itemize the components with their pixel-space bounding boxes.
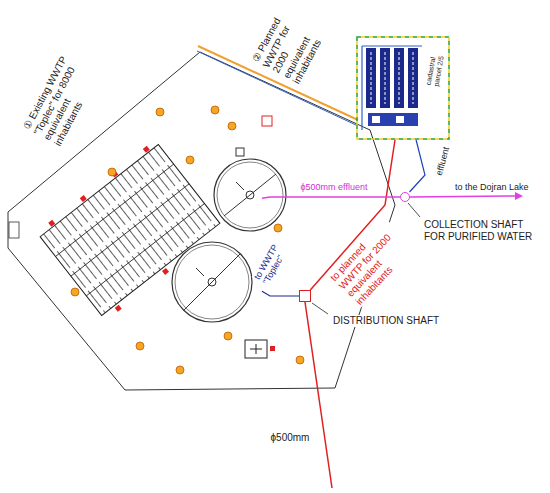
drawing-stroke bbox=[108, 168, 116, 176]
drawing-stroke bbox=[214, 159, 286, 231]
drawing-stroke bbox=[80, 195, 87, 202]
leader-line bbox=[312, 303, 328, 314]
clarifier bbox=[172, 242, 252, 322]
drawing-stroke bbox=[86, 204, 204, 296]
pump-box bbox=[262, 116, 272, 126]
distribution-shaft: DISTRIBUTION SHAFT bbox=[299, 290, 311, 302]
drawing-stroke bbox=[362, 45, 422, 46]
drawing-stroke bbox=[399, 52, 400, 104]
drawing-stroke bbox=[143, 146, 150, 153]
pipe-connector bbox=[262, 291, 299, 296]
drawing-stroke bbox=[380, 48, 390, 108]
pipe-connector bbox=[410, 140, 426, 192]
clarifier bbox=[214, 159, 286, 231]
drawing-stroke bbox=[385, 52, 386, 104]
drawing-stroke bbox=[224, 332, 232, 340]
shaft-label: COLLECTION SHAFT FOR PURIFIED WATER bbox=[423, 219, 540, 242]
drawing-stroke bbox=[48, 220, 55, 227]
collection-shaft: COLLECTION SHAFT FOR PURIFIED WATER bbox=[400, 192, 410, 202]
pipe-dimension: ϕ500mm bbox=[270, 432, 311, 444]
drawing-stroke bbox=[372, 116, 380, 123]
filter-block bbox=[36, 140, 224, 321]
drawing-stroke bbox=[40, 144, 220, 315]
drawing-stroke bbox=[211, 106, 219, 114]
plant-title: ① Existing WWTP "Toplec" for 8000 equiva… bbox=[21, 47, 104, 148]
leader-line bbox=[408, 203, 420, 217]
drawing-stroke bbox=[56, 164, 174, 256]
drawing-stroke bbox=[396, 116, 404, 123]
inflow-pipe bbox=[305, 302, 332, 488]
plant-area: ① Existing WWTP "Toplec" for 8000 equiva… bbox=[14, 48, 262, 388]
drawing-stroke bbox=[176, 366, 184, 374]
gate-box bbox=[9, 222, 19, 238]
drawing-stroke bbox=[274, 224, 282, 232]
drawing-stroke bbox=[172, 242, 252, 322]
drawing-stroke bbox=[228, 122, 236, 130]
drawing-stroke bbox=[136, 342, 144, 350]
planned-plant-parcel: ② Planned WWTP for 2000 equivalent inhab… bbox=[356, 36, 450, 140]
drawing-stroke bbox=[71, 184, 189, 276]
drawing-stroke bbox=[413, 52, 414, 104]
drawing-stroke bbox=[196, 268, 204, 276]
drawing-stroke bbox=[357, 37, 449, 139]
drawing-stroke bbox=[357, 37, 449, 139]
pipe-label: ϕ500mm effluent bbox=[300, 182, 369, 192]
parcel-label: cadastral parcel 2/5 bbox=[424, 44, 447, 88]
drawing-stroke bbox=[162, 268, 169, 275]
plant-title: ② Planned WWTP for 2000 equivalent inhab… bbox=[250, 3, 331, 87]
drawing-stroke bbox=[175, 245, 249, 319]
drawing-stroke bbox=[296, 356, 304, 364]
outfall-pipe bbox=[410, 196, 515, 197]
drawing-stroke bbox=[115, 305, 122, 312]
drawing-stroke bbox=[71, 288, 79, 296]
destination-label: to the Dojran Lake bbox=[454, 182, 530, 192]
pipe-label: to WWTP "Toplec" bbox=[252, 237, 293, 287]
pipe-connector bbox=[262, 197, 400, 198]
pipe-label: effluent bbox=[433, 145, 451, 178]
drawing-stroke bbox=[408, 48, 418, 108]
drawing-stroke bbox=[361, 46, 362, 130]
pipe-label: to planned WWTP for 2000 equivalent inha… bbox=[327, 216, 417, 307]
drawing-stroke bbox=[236, 182, 244, 190]
building bbox=[245, 340, 275, 358]
drawing-stroke bbox=[371, 52, 372, 104]
drawing-stroke bbox=[245, 340, 267, 358]
planned-tanks bbox=[362, 46, 422, 130]
drawing-stroke bbox=[156, 108, 164, 116]
pump-box bbox=[236, 148, 244, 156]
equipment-marker bbox=[71, 106, 304, 374]
drawing-stroke bbox=[256, 344, 257, 354]
drawing-stroke bbox=[394, 48, 404, 108]
shaft-label: DISTRIBUTION SHAFT bbox=[332, 315, 440, 327]
drawing-stroke bbox=[224, 174, 276, 216]
drawing-stroke bbox=[186, 156, 194, 164]
outfall-arrow bbox=[515, 192, 523, 200]
drawing-stroke bbox=[368, 113, 418, 126]
drawing-stroke bbox=[184, 254, 240, 310]
drawing-stroke bbox=[270, 346, 275, 351]
drawing-stroke bbox=[366, 48, 376, 108]
drawing-stroke bbox=[217, 162, 283, 228]
